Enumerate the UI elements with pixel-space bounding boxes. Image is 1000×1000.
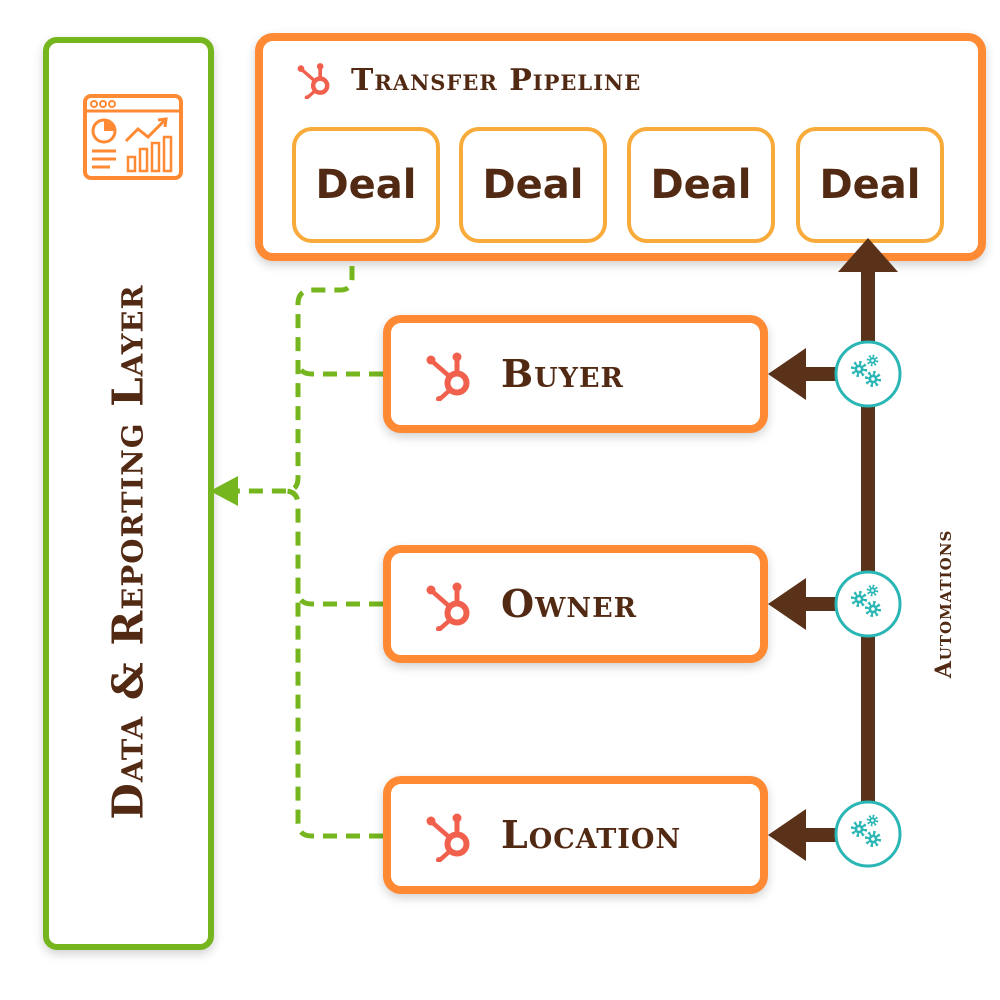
hubspot-icon xyxy=(423,808,477,862)
hubspot-icon xyxy=(423,347,477,401)
green-arrowhead xyxy=(210,476,238,506)
gears-icon xyxy=(834,570,902,638)
deal-card[interactable]: Deal xyxy=(627,127,775,243)
gears-icon xyxy=(834,800,902,868)
transfer-pipeline-panel: Transfer Pipeline Deal Deal Deal Deal xyxy=(255,33,986,261)
buyer-object[interactable]: Buyer xyxy=(383,315,768,433)
pipeline-title: Transfer Pipeline xyxy=(351,63,642,98)
hubspot-icon xyxy=(423,577,477,631)
data-reporting-layer-panel xyxy=(43,37,214,950)
dashboard-report-icon xyxy=(83,94,183,180)
deal-card[interactable]: Deal xyxy=(459,127,607,243)
deal-card[interactable]: Deal xyxy=(796,127,944,243)
gears-icon xyxy=(834,340,902,408)
buyer-label: Buyer xyxy=(501,351,624,396)
owner-label: Owner xyxy=(501,581,638,626)
automations-arrows xyxy=(768,238,898,861)
location-object[interactable]: Location xyxy=(383,776,768,894)
location-label: Location xyxy=(501,812,682,857)
owner-object[interactable]: Owner xyxy=(383,545,768,663)
green-dashed-links xyxy=(232,266,383,839)
deal-card[interactable]: Deal xyxy=(292,127,440,243)
automations-label: Automations xyxy=(931,529,957,679)
